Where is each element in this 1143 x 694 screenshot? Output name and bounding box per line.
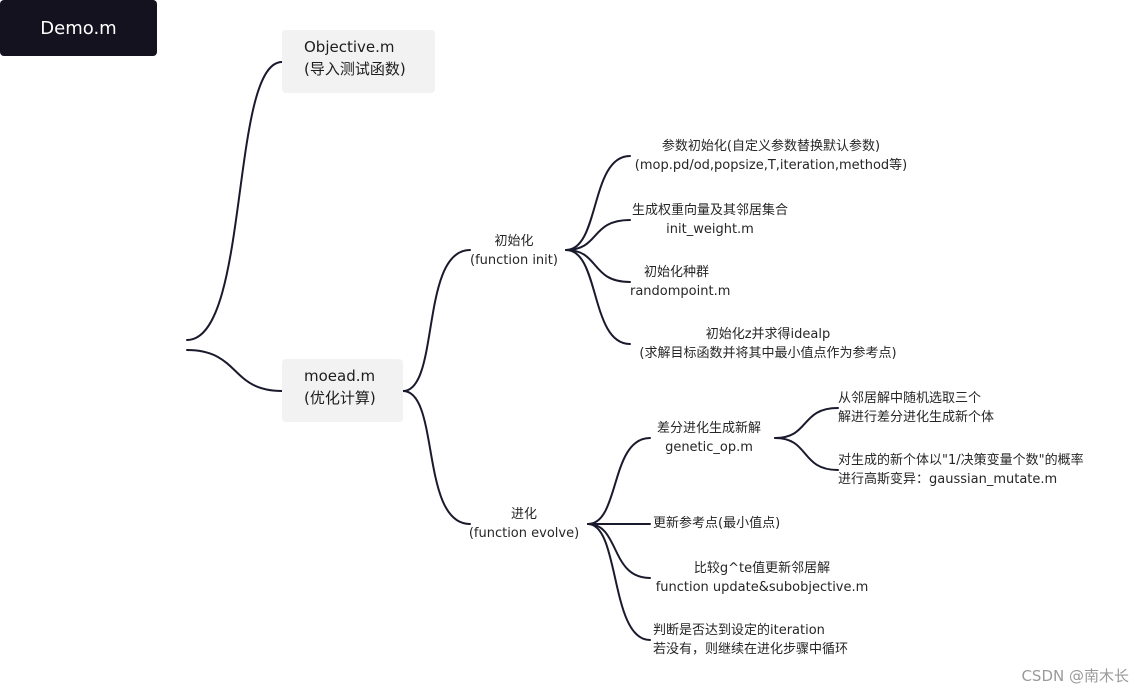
edge-root-objective: [186, 61, 283, 341]
genetic-mutate-node[interactable]: 对生成的新个体以"1/决策变量个数"的概率 进行高斯变异：gaussian_mu…: [838, 451, 1084, 489]
edge-root-moead: [186, 349, 283, 392]
evolve-node[interactable]: 进化 (function evolve): [466, 505, 582, 543]
objective-subtitle: (导入测试函数): [304, 60, 406, 78]
root-label: Demo.m: [40, 17, 117, 39]
genetic-node[interactable]: 差分进化生成新解 genetic_op.m: [650, 419, 768, 457]
iteration-check-line1: 判断是否达到设定的iteration: [653, 623, 825, 638]
edge-init-idealp: [565, 249, 631, 345]
edge-genetic-mutate: [774, 437, 839, 471]
init-idealp-node[interactable]: 初始化z并求得idealp (求解目标函数并将其中最小值点作为参考点): [630, 325, 906, 363]
moead-subtitle: (优化计算): [304, 389, 376, 407]
init-weight-title: 生成权重向量及其邻居集合: [631, 203, 788, 218]
init-subtitle: (function init): [470, 253, 558, 268]
init-node[interactable]: 初始化 (function init): [466, 232, 562, 270]
genetic-mutate-line2: 进行高斯变异：gaussian_mutate.m: [838, 472, 1058, 487]
genetic-select-line1: 从邻居解中随机选取三个: [838, 391, 982, 406]
edge-init-params: [565, 155, 631, 251]
edge-init-population: [565, 249, 631, 283]
iteration-check-line2: 若没有，则继续在进化步骤中循环: [653, 642, 849, 657]
edge-moead-evolve: [402, 390, 471, 525]
objective-node[interactable]: Objective.m (导入测试函数): [282, 30, 435, 93]
edge-moead-init: [402, 249, 471, 392]
genetic-select-node[interactable]: 从邻居解中随机选取三个 解进行差分进化生成新个体: [838, 389, 994, 427]
objective-title: Objective.m: [304, 38, 395, 56]
csdn-watermark: CSDN @南木长: [1021, 667, 1129, 685]
edge-evolve-genetic: [587, 437, 651, 525]
moead-title: moead.m: [304, 367, 376, 385]
init-weight-file: init_weight.m: [666, 222, 754, 237]
genetic-file: genetic_op.m: [665, 440, 753, 455]
init-title: 初始化: [494, 234, 534, 249]
genetic-title: 差分进化生成新解: [656, 421, 761, 436]
edge-evolve-neighbor: [587, 523, 651, 579]
init-weight-node[interactable]: 生成权重向量及其邻居集合 init_weight.m: [630, 201, 790, 239]
init-population-file: randompoint.m: [630, 284, 731, 299]
evolve-subtitle: (function evolve): [468, 526, 580, 541]
init-params-detail: (mop.pd/od,popsize,T,iteration,method等): [634, 158, 908, 173]
neighbor-update-node[interactable]: 比较g^te值更新邻居解 function update&subobjectiv…: [653, 559, 871, 597]
init-params-title: 参数初始化(自定义参数替换默认参数): [661, 139, 881, 154]
init-population-node[interactable]: 初始化种群 randompoint.m: [630, 263, 730, 301]
init-idealp-detail: (求解目标函数并将其中最小值点作为参考点): [639, 346, 897, 361]
genetic-select-line2: 解进行差分进化生成新个体: [838, 410, 995, 425]
iteration-check-node[interactable]: 判断是否达到设定的iteration 若没有，则继续在进化步骤中循环: [653, 621, 848, 659]
init-params-node[interactable]: 参数初始化(自定义参数替换默认参数) (mop.pd/od,popsize,T,…: [630, 137, 912, 175]
moead-node[interactable]: moead.m (优化计算): [282, 359, 403, 422]
update-ref-node[interactable]: 更新参考点(最小值点): [653, 514, 780, 533]
update-ref-label: 更新参考点(最小值点): [653, 516, 781, 531]
edge-evolve-iteration: [587, 523, 651, 641]
root-node[interactable]: Demo.m: [0, 0, 157, 56]
neighbor-update-title: 比较g^te值更新邻居解: [693, 561, 831, 576]
init-population-title: 初始化种群: [644, 265, 710, 280]
edge-genetic-select: [774, 407, 839, 439]
genetic-mutate-line1: 对生成的新个体以"1/决策变量个数"的概率: [838, 453, 1084, 468]
init-idealp-title: 初始化z并求得idealp: [705, 327, 831, 342]
evolve-title: 进化: [510, 507, 537, 522]
neighbor-update-file: function update&subobjective.m: [655, 580, 869, 595]
edge-init-weight: [565, 219, 631, 251]
